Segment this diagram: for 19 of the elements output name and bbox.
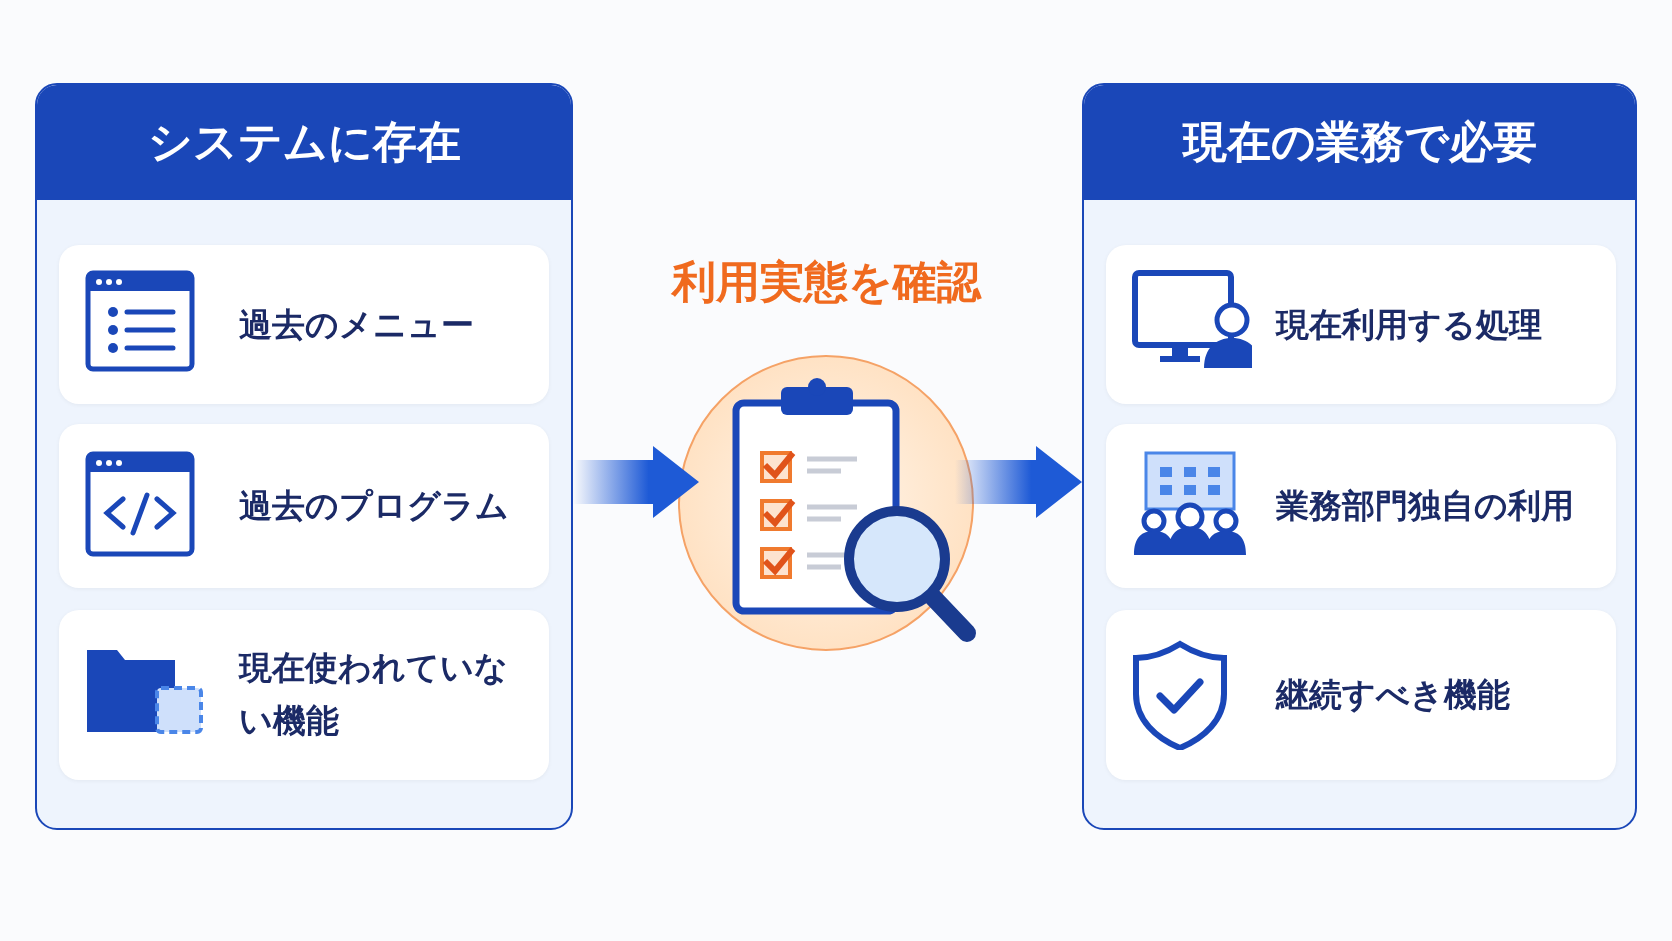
panel-heading: システムに存在: [37, 85, 571, 200]
item-label: 過去のプログラム: [239, 484, 510, 527]
arrow: [955, 446, 1082, 518]
heading: 利用実態を確認: [670, 255, 983, 309]
item-label: 現在使われていない機能: [239, 647, 509, 742]
item-card: [1106, 610, 1616, 780]
panel: [1082, 83, 1637, 830]
item-card: [59, 424, 549, 588]
item-label: 業務部門独自の利用: [1276, 484, 1575, 527]
item-card: [1106, 424, 1616, 588]
item-label: 過去のメニュー: [239, 303, 475, 346]
panel: [35, 83, 573, 830]
arrow: [573, 446, 699, 518]
item-card: [1106, 245, 1616, 404]
item-card: [59, 245, 549, 404]
item-label: 現在利用する処理: [1276, 303, 1543, 346]
panel-heading: 現在の業務で必要: [1084, 85, 1635, 200]
item-label: 継続すべき機能: [1276, 673, 1511, 716]
item-card: [59, 610, 549, 780]
